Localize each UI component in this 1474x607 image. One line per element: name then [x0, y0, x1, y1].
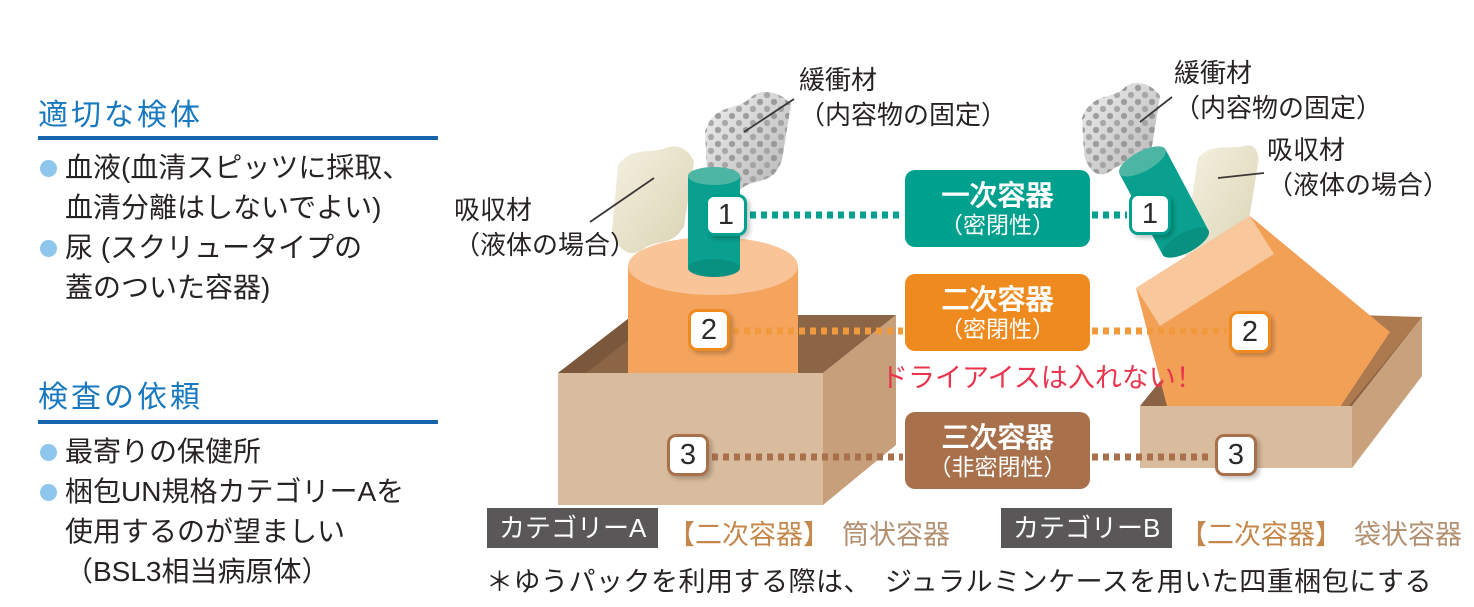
annotation-line: （液体の場合） [454, 230, 637, 260]
pointer-line-absorbent-b [1217, 172, 1265, 179]
annotation-line: 吸収材 [454, 195, 533, 225]
bullet-dot-icon [40, 444, 57, 461]
list-item-line: 最寄りの保健所 [65, 436, 262, 467]
list-item: 最寄りの保健所 [40, 432, 404, 472]
list-item-line: 血清分離はしないでよい) [65, 192, 382, 223]
section-title-specimens: 適切な検体 [38, 99, 203, 132]
outer-box-b-side [1352, 317, 1422, 468]
cushion-label-a: 緩衝材 （内容物の固定） [799, 63, 1007, 133]
pill-label: 二次容器 [941, 283, 1054, 315]
title-underline [38, 136, 438, 140]
tertiary-container-pill: 三次容器 （非密閉性） [905, 412, 1090, 489]
container-type-label: 袋状容器 [1354, 520, 1462, 550]
absorbent-label-b: 吸収材 （液体の場合） [1267, 133, 1449, 203]
secondary-container-pill: 二次容器 （密閉性） [905, 274, 1090, 351]
list-item-line: 蓋のついた容器) [65, 272, 271, 303]
category-b-badge: カテゴリーB [1001, 508, 1173, 548]
step-badge-3-a: 3 [667, 434, 709, 476]
annotation-line: （内容物の固定） [1174, 93, 1383, 123]
pointer-line-absorbent-a [589, 177, 655, 223]
pointer-line-cushion-a [743, 98, 795, 133]
pill-sub: （密閉性） [940, 315, 1055, 342]
list-item-line: 血液(血清スピッツに採取、 [65, 152, 411, 183]
list-item: 血液(血清スピッツに採取、 血清分離はしないでよい) [40, 148, 410, 228]
primary-container-pill: 一次容器 （密閉性） [905, 170, 1090, 247]
cushion-label-b: 緩衝材 （内容物の固定） [1174, 56, 1382, 126]
annotation-line: 緩衝材 [1174, 58, 1253, 88]
step-badge-3-b: 3 [1215, 434, 1257, 476]
step-badge-2-b: 2 [1229, 311, 1271, 353]
step-badge-2-a: 2 [688, 309, 730, 351]
annotation-line: 緩衝材 [799, 65, 878, 95]
step-badge-1-a: 1 [705, 194, 747, 236]
dry-ice-warning: ドライアイスは入れない！ [881, 363, 1203, 393]
container-type-label: 筒状容器 [842, 520, 950, 550]
bullet-dot-icon [40, 484, 57, 501]
list-item-line: （BSL3相当病原体） [65, 556, 330, 587]
bracket-label: 【二次容器】 [1180, 520, 1342, 550]
absorbent-label-a: 吸収材 （液体の場合） [454, 193, 636, 263]
annotation-line: （液体の場合） [1267, 170, 1450, 200]
specimen-list: 血液(血清スピッツに採取、 血清分離はしないでよい) 尿 (スクリュータイプの … [40, 148, 410, 308]
pointer-line-cushion-b [1139, 96, 1173, 123]
step-badge-1-b: 1 [1129, 193, 1171, 235]
list-item-line: 尿 (スクリュータイプの [65, 232, 363, 263]
list-item: 尿 (スクリュータイプの 蓋のついた容器) [40, 228, 410, 308]
list-item: 梱包UN規格カテゴリーAを 使用するのが望ましい （BSL3相当病原体） [40, 472, 404, 592]
pill-sub: （非密閉性） [928, 453, 1067, 480]
packing-footnote: ＊ゆうパックを利用する際は、 ジュラルミンケースを用いた四重梱包にする [486, 567, 1433, 597]
section-title-request: 検査の依頼 [38, 381, 203, 414]
category-b-container-type: 【二次容器】袋状容器 [1180, 513, 1462, 552]
pill-label: 一次容器 [941, 179, 1054, 211]
list-item-line: 使用するのが望ましい [65, 516, 346, 547]
annotation-line: （内容物の固定） [799, 100, 1008, 130]
bracket-label: 【二次容器】 [668, 520, 830, 550]
pill-label: 三次容器 [941, 421, 1054, 453]
list-item-line: 梱包UN規格カテゴリーAを [65, 476, 405, 507]
pill-sub: （密閉性） [940, 211, 1055, 238]
bullet-dot-icon [40, 160, 57, 177]
category-a-badge: カテゴリーA [487, 508, 659, 548]
request-list: 最寄りの保健所 梱包UN規格カテゴリーAを 使用するのが望ましい （BSL3相当… [40, 432, 404, 592]
title-underline [38, 420, 438, 424]
absorbent-sheet-a [612, 146, 694, 254]
annotation-line: 吸収材 [1267, 135, 1346, 165]
category-a-container-type: 【二次容器】筒状容器 [668, 513, 950, 552]
bullet-dot-icon [40, 240, 57, 257]
